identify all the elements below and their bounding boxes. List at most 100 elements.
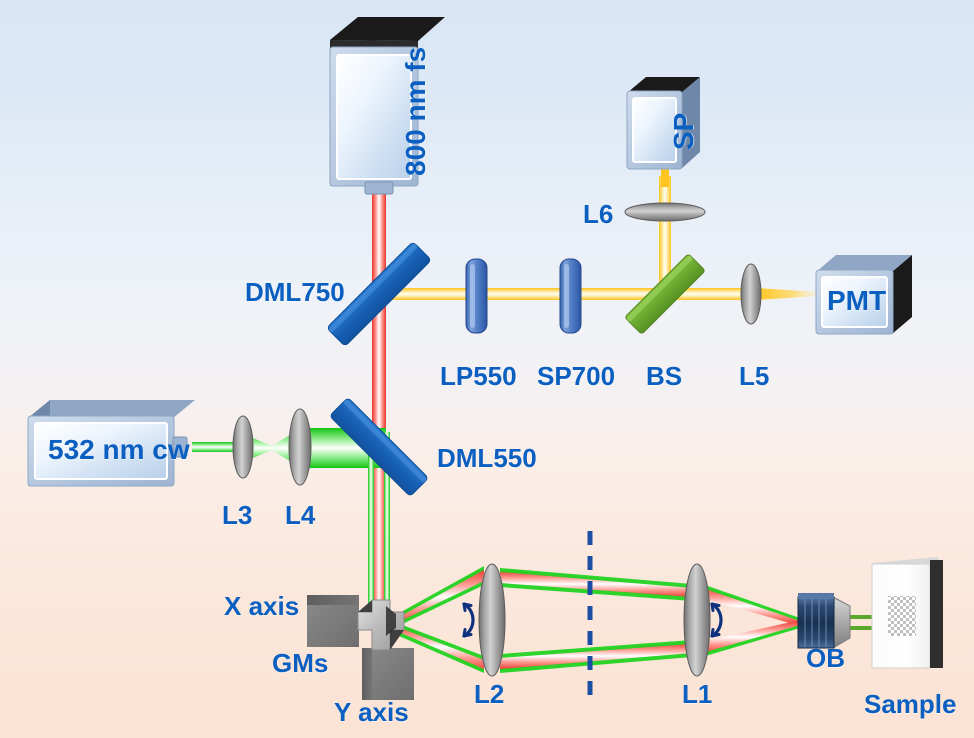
sample-label: Sample [864, 689, 957, 719]
l6-element [624, 202, 706, 222]
lp550-highlight [470, 264, 475, 328]
l2-label: L2 [474, 679, 505, 709]
focus-ray-lower [702, 620, 800, 654]
lens-l5[interactable] [740, 263, 762, 325]
spectrometer-label: SP [668, 112, 699, 150]
cw-laser-label: 532 nm cw [48, 434, 190, 465]
scan-ray-upper-to-l2-edge2 [392, 581, 484, 629]
lens-l4[interactable] [288, 408, 312, 486]
galvo-mirror-x-facet [358, 600, 372, 612]
emission-beam-to-pmt [668, 288, 758, 300]
fs-laser-label: 800 nm fs [400, 46, 431, 176]
cw-laser-top-face [28, 400, 195, 418]
l2-element [478, 563, 506, 677]
filter-sp700[interactable] [559, 258, 582, 334]
galvo-mirror-face [386, 606, 396, 636]
l4-element [288, 408, 312, 486]
lens-l1[interactable] [683, 563, 711, 677]
lp550-label: LP550 [440, 361, 517, 391]
galvo-mirror-y-facet [390, 630, 404, 650]
lens-l2[interactable] [478, 563, 506, 677]
fs-laser-top-face [330, 17, 445, 41]
l3-label: L3 [222, 500, 253, 530]
y-motor-left [362, 648, 372, 700]
fs-laser-source[interactable] [329, 17, 445, 195]
cw-laser-output-port [172, 436, 188, 458]
spectrometer-device[interactable] [626, 77, 700, 170]
focus-ray-lower-edge [702, 625, 800, 657]
gms-label: GMs [272, 648, 329, 678]
l5-element [740, 263, 762, 325]
dml550-body [330, 398, 428, 496]
l6-label: L6 [583, 199, 614, 229]
ob-nose-cone [832, 596, 851, 649]
ob-barrel-rings [804, 598, 827, 647]
sp-top-face [627, 77, 700, 93]
relay-ray-upper-edge [500, 568, 692, 588]
sample-beam-lower [848, 626, 892, 630]
sp700-glass [559, 258, 582, 334]
y-axis-label: Y axis [334, 697, 409, 727]
l4-label: L4 [285, 500, 316, 530]
ir-beam-vertical [372, 176, 386, 612]
relay-ray-upper [500, 570, 692, 598]
bs-label: BS [646, 361, 683, 391]
relay-ray-lower-edge2 [500, 653, 692, 673]
pmt-label: PMT [827, 285, 887, 316]
sp700-highlight [564, 264, 569, 328]
ob-top-collar [798, 593, 834, 599]
sp700-label: SP700 [537, 361, 616, 391]
dml550-highlight [343, 399, 427, 483]
relay-ray-lower [500, 642, 692, 670]
scan-ray-lower-to-l2-edge2 [392, 629, 484, 673]
bs-highlight [626, 255, 693, 322]
lens-l3[interactable] [232, 415, 254, 479]
x-axis-label: X axis [224, 591, 300, 621]
scan-angle-arrow-l2 [462, 602, 475, 638]
sp-window [632, 97, 677, 163]
objective-lens-ob[interactable] [797, 593, 851, 649]
pmt-device[interactable] [815, 255, 912, 335]
pmt-top-face [816, 255, 912, 272]
emission-beam-pmt-focus [756, 288, 818, 300]
cw-beam-vertical [368, 432, 374, 614]
pmt-window [821, 276, 888, 328]
beam-paths [192, 165, 892, 673]
dichroic-mirror-dml550[interactable] [330, 398, 429, 497]
focus-ray-upper-edge [702, 584, 800, 621]
dml750-label: DML750 [245, 277, 345, 307]
fs-laser-window [336, 54, 412, 180]
emission-beam-horizontal [386, 288, 670, 300]
l3-element [232, 415, 254, 479]
relay-ray-lower-edge [500, 640, 692, 658]
dichroic-mirror-dml750[interactable] [327, 242, 432, 347]
galvo-x-axis-motor[interactable] [307, 595, 359, 647]
galvo-scanner-assembly[interactable] [307, 595, 414, 700]
dml750-body [327, 242, 431, 346]
galvo-y-axis-motor[interactable] [362, 648, 414, 700]
x-motor-top [307, 595, 359, 605]
dml750-highlight [328, 243, 418, 333]
sample-slide[interactable] [871, 557, 943, 669]
pmt-right-face [892, 255, 912, 334]
relay-ray-upper-edge2 [500, 583, 692, 601]
beam-splitter-bs[interactable] [625, 254, 706, 335]
cw-beam-vertical-2 [384, 432, 390, 614]
l1-label: L1 [682, 679, 713, 709]
l5-label: L5 [739, 361, 770, 391]
sample-beam-upper [848, 615, 892, 619]
ob-barrel [797, 596, 835, 649]
filter-lp550[interactable] [465, 258, 488, 334]
scan-ray-upper-to-l2-edge [392, 566, 484, 621]
lp550-glass [465, 258, 488, 334]
l1-element [683, 563, 711, 677]
scan-ray-lower-to-l2-edge [392, 621, 484, 660]
cw-laser-source[interactable] [27, 400, 195, 487]
lens-l6[interactable] [624, 202, 706, 222]
cw-beam-source-segment [192, 442, 234, 452]
emission-beam-sp-entry [661, 165, 669, 187]
dml550-label: DML550 [437, 443, 537, 473]
fs-laser-output-port [364, 181, 394, 195]
